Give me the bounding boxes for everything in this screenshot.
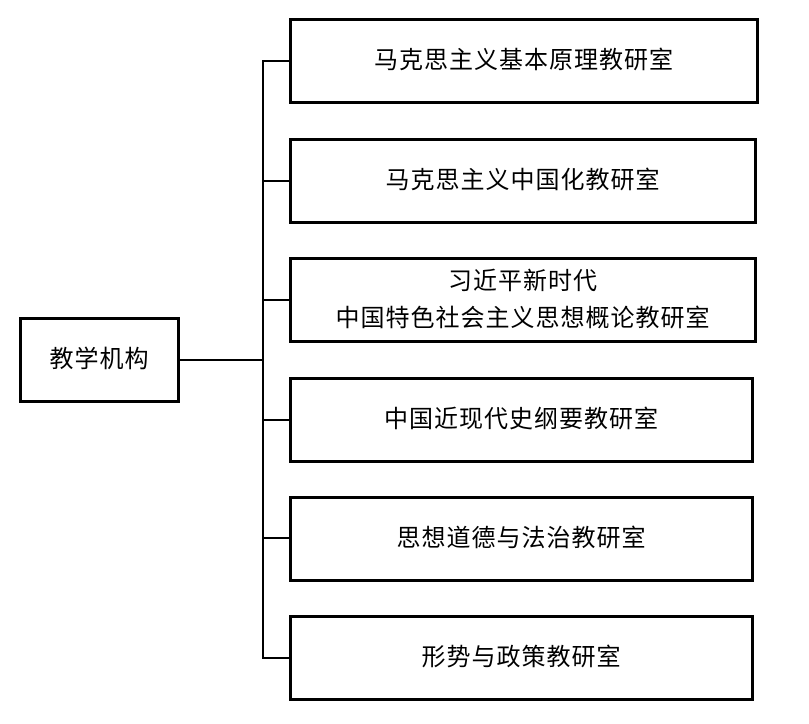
branch-connector [262,419,290,421]
child-node-situation-and-policy: 形势与政策教研室 [289,615,754,701]
child-node-modern-history: 中国近现代史纲要教研室 [289,377,754,463]
branch-connector [262,537,290,539]
child-node-marxism-principles: 马克思主义基本原理教研室 [289,18,759,104]
branch-connector [262,657,290,659]
child-node-label: 马克思主义中国化教研室 [385,166,661,195]
branch-connector [262,180,290,182]
root-node-label: 教学机构 [49,345,150,374]
root-connector [180,359,263,361]
child-node-xi-thought: 习近平新时代 中国特色社会主义思想概论教研室 [289,257,757,343]
branch-connector [262,299,290,301]
child-node-morality-and-law: 思想道德与法治教研室 [289,496,754,582]
child-node-label: 思想道德与法治教研室 [396,524,647,553]
child-node-label: 马克思主义基本原理教研室 [374,46,674,75]
child-node-sinicization-of-marxism: 马克思主义中国化教研室 [289,138,757,224]
child-node-label: 中国近现代史纲要教研室 [384,405,659,434]
root-node: 教学机构 [19,317,180,403]
branch-connector [262,60,290,62]
child-node-label-line-2: 中国特色社会主义思想概论教研室 [335,304,711,332]
trunk-line [262,60,264,658]
child-node-label: 形势与政策教研室 [421,643,622,672]
child-node-label-line-1: 习近平新时代 [448,266,598,295]
